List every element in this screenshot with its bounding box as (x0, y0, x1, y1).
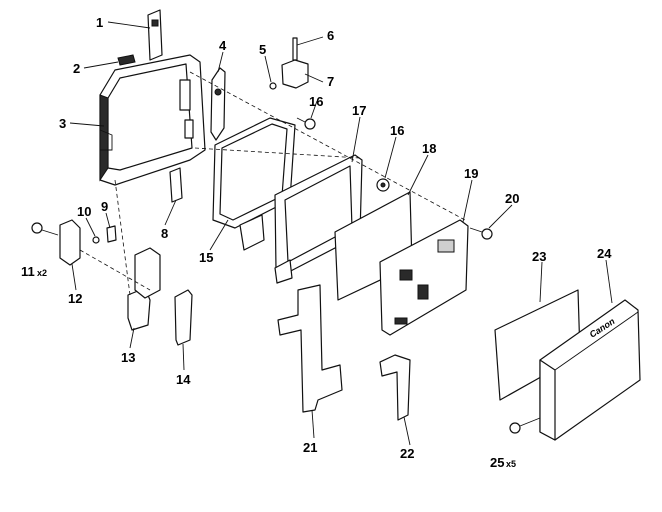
callout-16-lower: 16 (390, 123, 404, 138)
part-7-hinge-block (281, 59, 309, 89)
callout-11-quantity: x2 (37, 268, 47, 278)
callout-22: 22 (400, 446, 414, 461)
callout-4: 4 (219, 38, 227, 53)
callout-3: 3 (59, 116, 66, 131)
callout-1: 1 (96, 15, 103, 30)
part-hinge-assembly (134, 247, 161, 299)
part-1-strip (147, 9, 163, 61)
part-21-flex-cable (277, 284, 343, 413)
part-22-small-flex (379, 354, 411, 421)
part-24-front-cover (539, 299, 641, 441)
part-4-bracket (210, 67, 226, 141)
part-5-washer (269, 82, 277, 90)
leader-lines (69, 21, 613, 446)
callout-19: 19 (464, 166, 478, 181)
part-14-cover (174, 289, 193, 346)
callout-5: 5 (259, 42, 266, 57)
callout-20: 20 (505, 191, 519, 206)
callout-12: 12 (68, 291, 82, 306)
callout-25: 25 (490, 455, 504, 470)
callout-14: 14 (176, 372, 191, 387)
callout-9: 9 (101, 199, 108, 214)
callout-2: 2 (73, 61, 80, 76)
part-10-nut (92, 236, 100, 244)
callout-11: 11 (21, 264, 35, 279)
callout-13: 13 (121, 350, 135, 365)
part-3-rear-frame (99, 54, 206, 186)
callout-10: 10 (77, 204, 91, 219)
callout-8: 8 (161, 226, 168, 241)
screw-11 (31, 222, 59, 236)
callout-23: 23 (532, 249, 546, 264)
callout-25-quantity: x5 (506, 459, 516, 469)
callout-7: 7 (327, 74, 334, 89)
callout-6: 6 (327, 28, 334, 43)
callout-21: 21 (303, 440, 317, 455)
callout-16-upper: 16 (309, 94, 323, 109)
part-8-clip (169, 167, 183, 203)
part-2-pad (117, 54, 136, 66)
part-12-hinge (59, 219, 81, 266)
assembly-lines (79, 71, 466, 296)
screw-16-upper (296, 117, 316, 130)
callout-15: 15 (199, 250, 213, 265)
callout-labels: 1 2 3 4 5 6 7 8 9 10 11 x2 12 13 14 15 1… (21, 15, 612, 470)
screw-25 (509, 417, 541, 434)
callout-24: 24 (597, 246, 612, 261)
screw-20 (469, 227, 493, 240)
screw-16-lower (376, 178, 390, 192)
part-9-small-piece (106, 225, 117, 243)
part-6-pin (292, 37, 298, 61)
callout-18: 18 (422, 141, 436, 156)
callout-17: 17 (352, 103, 366, 118)
part-19-circuit-board (379, 219, 469, 336)
